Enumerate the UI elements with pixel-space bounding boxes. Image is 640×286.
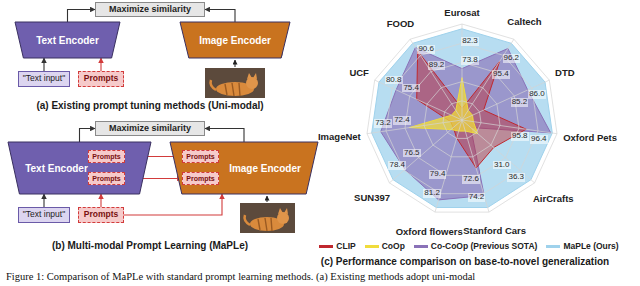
node-text: Prompts [186,153,214,161]
value-label: 82.3 [461,37,479,46]
axis-label: AirCrafts [533,194,574,204]
connector [124,194,222,215]
value-label: 89.2 [428,61,446,70]
legend-text: Co-CoOp (Previous SOTA) [431,241,538,251]
legend: CLIP CoOp Co-CoOp (Previous SOTA) MaPLe (Ou… [300,241,638,251]
node-text: Prompts [92,175,120,183]
legend-swatch [319,245,333,248]
node-text: Maximize similarity [109,5,191,15]
legend-text: MaPLe (Ours) [563,241,618,251]
node-text: "Text input" [23,210,65,219]
prompt-box: Prompts [78,207,124,223]
value-label: 73.8 [461,56,479,65]
value-label: 95.8 [511,132,529,141]
image-encoder: Image Encoder [180,22,290,58]
text-input-box: "Text input" [18,71,70,87]
figure-caption: Figure 1: Comparison of MaPLe with stand… [6,271,475,283]
legend-item: Co-CoOp (Previous SOTA) [414,241,538,251]
axis-label: Oxford Pets [563,133,617,143]
deep-prompt-box: Prompts [88,172,125,185]
axis-label: DTD [555,68,575,78]
legend-swatch [414,245,428,248]
value-label: 75.4 [402,84,420,93]
value-label: 80.8 [385,76,403,85]
legend-swatch [365,245,379,248]
value-label: 85.2 [511,98,529,107]
connector [43,58,44,71]
axis-label: Caltech [507,17,541,27]
connector [68,10,96,23]
deep-prompt-box: Prompts [182,150,219,163]
connector [43,194,44,207]
axis-label: ImageNet [318,132,361,142]
value-label: 74.2 [468,193,486,202]
axis-label: Eurosat [444,8,479,18]
legend-item: MaPLe (Ours) [546,241,618,251]
image-input-arrow [235,60,236,67]
image-input-arrow [267,196,268,202]
legend-text: CLIP [336,241,355,251]
axis-label: FOOD [387,19,414,29]
node-text: Prompts [84,74,118,83]
connector [205,129,244,143]
cat-image [205,68,265,98]
node-text: Image Encoder [229,163,301,174]
connector [100,58,101,71]
panel-caption: (a) Existing prompt tuning methods (Uni-… [36,100,263,111]
value-label: 86.0 [528,90,546,99]
node-text: Image Encoder [199,35,271,46]
node-text: Prompts [84,210,118,219]
prompt-box: Prompts [78,71,124,87]
value-label: 76.5 [403,149,421,158]
radar-series [417,51,527,168]
value-label: 96.4 [530,135,548,144]
axis-label: UCF [349,68,369,78]
value-label: 79.4 [429,170,447,179]
value-label: 90.6 [417,45,435,54]
axis-label: Oxford flowers [396,227,463,237]
node-text: Text Encoder [36,35,99,46]
legend-swatch [546,245,560,248]
axis-label: Stanford Cars [463,226,526,236]
value-label: 95.4 [492,70,510,79]
value-label: 72.4 [393,116,411,125]
node-text: "Text input" [23,74,65,83]
value-label: 73.2 [374,119,392,128]
cat-image [240,203,295,233]
text-encoder: Text Encoder [15,22,120,58]
connector [100,194,101,207]
value-label: 72.6 [462,175,480,184]
panel-caption: (b) Multi-modal Prompt Learning (MaPLe) [52,240,248,251]
image-encoder: Image EncoderPromptsPrompts [170,142,318,194]
radar-grid [367,24,557,212]
value-label: 96.2 [503,54,521,63]
node-text: Text Encoder [25,163,88,174]
objective-box: Maximize similarity [95,2,205,17]
objective-box: Maximize similarity [95,121,205,136]
legend-item: CLIP [319,241,355,251]
value-label: 31.0 [493,161,511,170]
value-label: 78.4 [388,161,406,170]
text-encoder: Text EncoderPromptsPrompts [8,142,151,194]
connector [205,10,235,23]
axis-label: SUN397 [354,193,390,203]
deep-prompt-box: Prompts [88,150,125,163]
text-input-box: "Text input" [18,207,70,223]
value-label: 36.3 [507,173,525,182]
legend-text: CoOp [382,241,405,251]
deep-prompt-box: Prompts [182,172,219,185]
node-text: Prompts [186,175,214,183]
value-label: 81.2 [423,189,441,198]
node-text: Prompts [92,153,120,161]
legend-item: CoOp [365,241,405,251]
connector [80,129,96,143]
node-text: Maximize similarity [109,124,191,134]
radar-series [381,48,551,200]
panel-caption: (c) Performance comparison on base-to-no… [321,256,609,267]
